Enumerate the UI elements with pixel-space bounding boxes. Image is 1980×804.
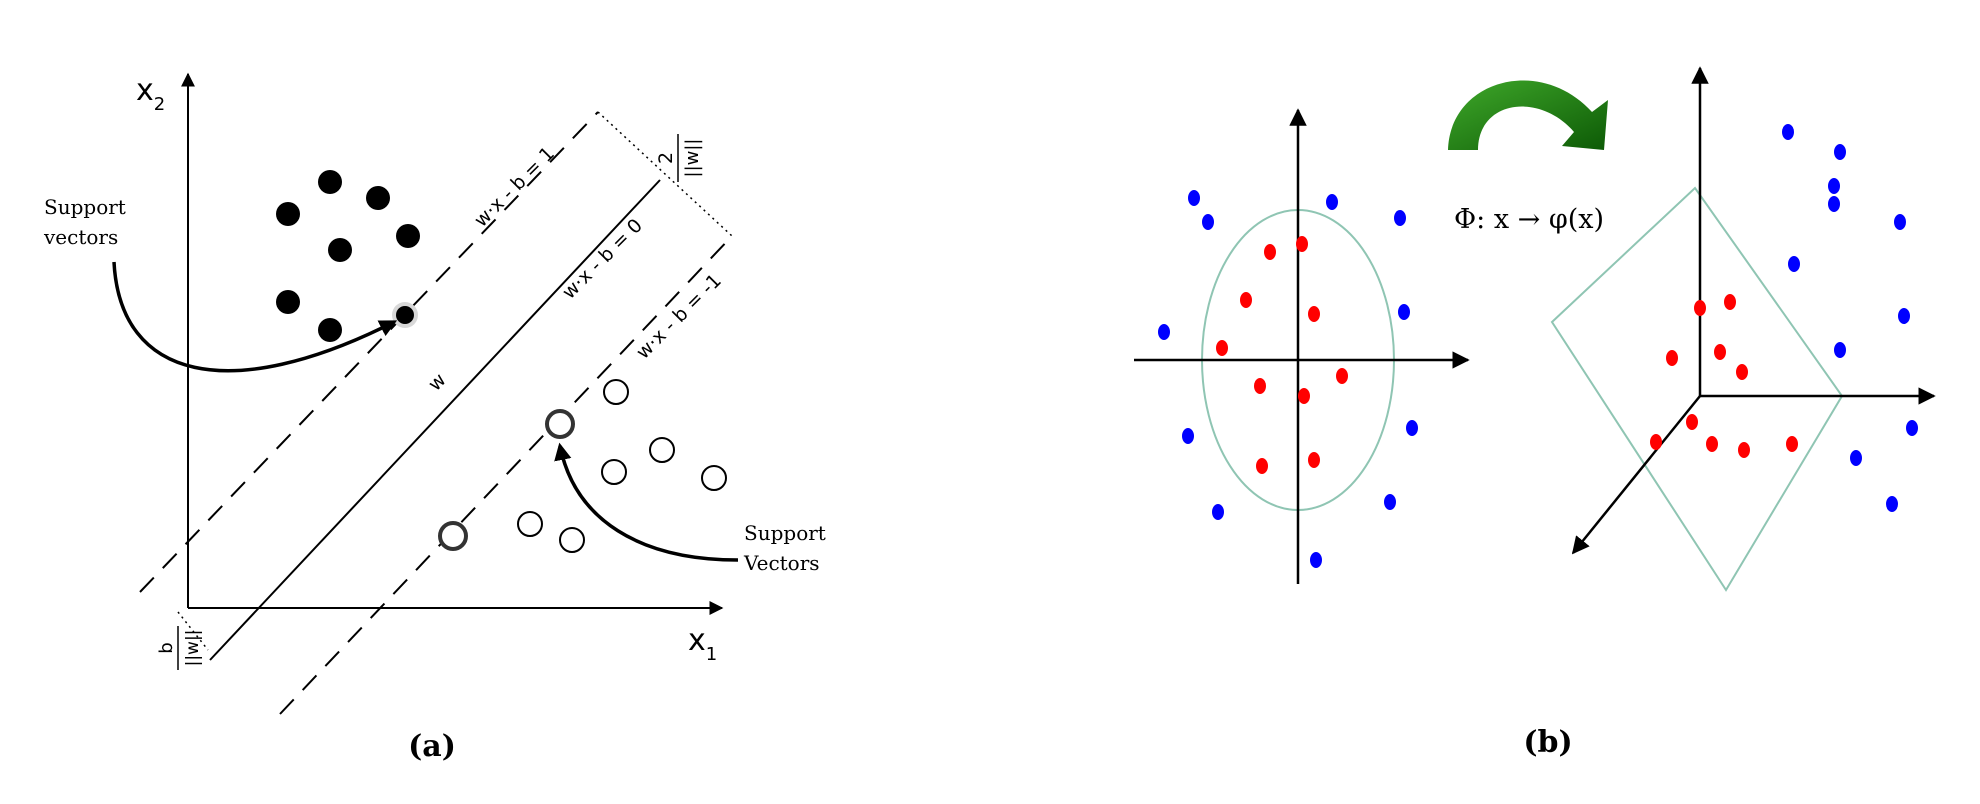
point-3d-16 (1736, 364, 1748, 380)
svg-text:||w||: ||w|| (682, 139, 703, 178)
point-3d-19 (1706, 436, 1718, 452)
point-3d-5 (1894, 214, 1906, 230)
positive-point-3 (366, 186, 390, 210)
point-2d-20 (1256, 458, 1268, 474)
point-2d-8 (1182, 428, 1194, 444)
point-2d-17 (1254, 378, 1266, 394)
caption-a: (a) (408, 729, 456, 764)
point-3d-13 (1724, 294, 1736, 310)
positive-point-7 (318, 318, 342, 342)
svg-text:b: b (156, 642, 177, 653)
2d-data-points (1158, 190, 1418, 568)
point-2d-1 (1188, 190, 1200, 206)
point-3d-12 (1694, 300, 1706, 316)
hyperplane-positive (139, 111, 599, 593)
separating-plane (1550, 186, 1844, 592)
z-axis-3d (1571, 395, 1701, 555)
margin-dotted-upper (597, 111, 733, 237)
caption-b: (b) (1523, 725, 1572, 760)
point-2d-14 (1240, 292, 1252, 308)
mapping-arrow-icon (1448, 80, 1608, 150)
positive-class-points (276, 170, 420, 342)
mapping-label: Φ: x → φ(x) (1454, 204, 1604, 235)
negative-point-5 (517, 511, 543, 537)
point-3d-10 (1850, 450, 1862, 466)
point-2d-15 (1308, 306, 1320, 322)
offset-fraction: b ||w|| (156, 626, 203, 670)
positive-point-6 (276, 290, 300, 314)
negative-point-2 (649, 437, 675, 463)
point-2d-18 (1298, 388, 1310, 404)
panel-a: x1 x2 w·x - b = 1 w·x - b = 0 w·x - b = … (43, 72, 826, 764)
negative-point-3 (601, 459, 627, 485)
point-3d-17 (1686, 414, 1698, 430)
support-vector-negative-1 (545, 409, 575, 439)
point-2d-7 (1406, 420, 1418, 436)
negative-class-points (517, 379, 727, 553)
point-2d-11 (1310, 552, 1322, 568)
point-3d-4 (1828, 196, 1840, 212)
point-3d-1 (1782, 124, 1794, 140)
point-2d-19 (1336, 368, 1348, 384)
point-2d-6 (1158, 324, 1170, 340)
label-negative-hyperplane: w·x - b = -1 (632, 270, 726, 364)
point-3d-18 (1650, 434, 1662, 450)
support-vector-arrow-left (112, 261, 398, 373)
point-3d-2 (1834, 144, 1846, 160)
point-3d-11 (1886, 496, 1898, 512)
point-2d-9 (1212, 504, 1224, 520)
support-vector-arrow-right (554, 442, 739, 562)
point-2d-12 (1296, 236, 1308, 252)
svg-text:2: 2 (655, 152, 677, 164)
x1-label: x1 (688, 623, 717, 665)
point-2d-5 (1398, 304, 1410, 320)
svg-text:||w||: ||w|| (183, 630, 203, 667)
point-3d-3 (1828, 178, 1840, 194)
3d-data-points (1650, 124, 1918, 512)
point-3d-8 (1834, 342, 1846, 358)
margin-fraction: 2 ||w|| (655, 134, 703, 182)
point-3d-20 (1738, 442, 1750, 458)
offset-dotted (177, 611, 209, 651)
negative-point-6 (559, 527, 585, 553)
negative-point-1 (603, 379, 629, 405)
hyperplane-decision (209, 179, 661, 661)
point-2d-13 (1264, 244, 1276, 260)
negative-point-4 (701, 465, 727, 491)
point-3d-6 (1788, 256, 1800, 272)
label-positive-hyperplane: w·x - b = 1 (470, 143, 559, 232)
panel-b: Φ: x → φ(x) (b) (1134, 66, 1936, 760)
support-vector-negative-2 (438, 521, 468, 551)
point-3d-21 (1786, 436, 1798, 452)
positive-point-4 (396, 224, 420, 248)
label-decision-hyperplane: w·x - b = 0 (558, 215, 647, 304)
label-w-vector: w (424, 369, 451, 396)
hyperplane-negative (279, 235, 733, 715)
support-vector-positive (396, 306, 414, 324)
point-3d-15 (1714, 344, 1726, 360)
positive-point-5 (328, 238, 352, 262)
x2-label: x2 (136, 73, 165, 115)
point-3d-14 (1666, 350, 1678, 366)
point-2d-10 (1384, 494, 1396, 510)
point-3d-9 (1906, 420, 1918, 436)
point-2d-3 (1326, 194, 1338, 210)
point-3d-7 (1898, 308, 1910, 324)
positive-point-1 (318, 170, 342, 194)
point-2d-2 (1202, 214, 1214, 230)
point-2d-21 (1308, 452, 1320, 468)
point-2d-16 (1216, 340, 1228, 356)
point-2d-4 (1394, 210, 1406, 226)
positive-point-2 (276, 202, 300, 226)
